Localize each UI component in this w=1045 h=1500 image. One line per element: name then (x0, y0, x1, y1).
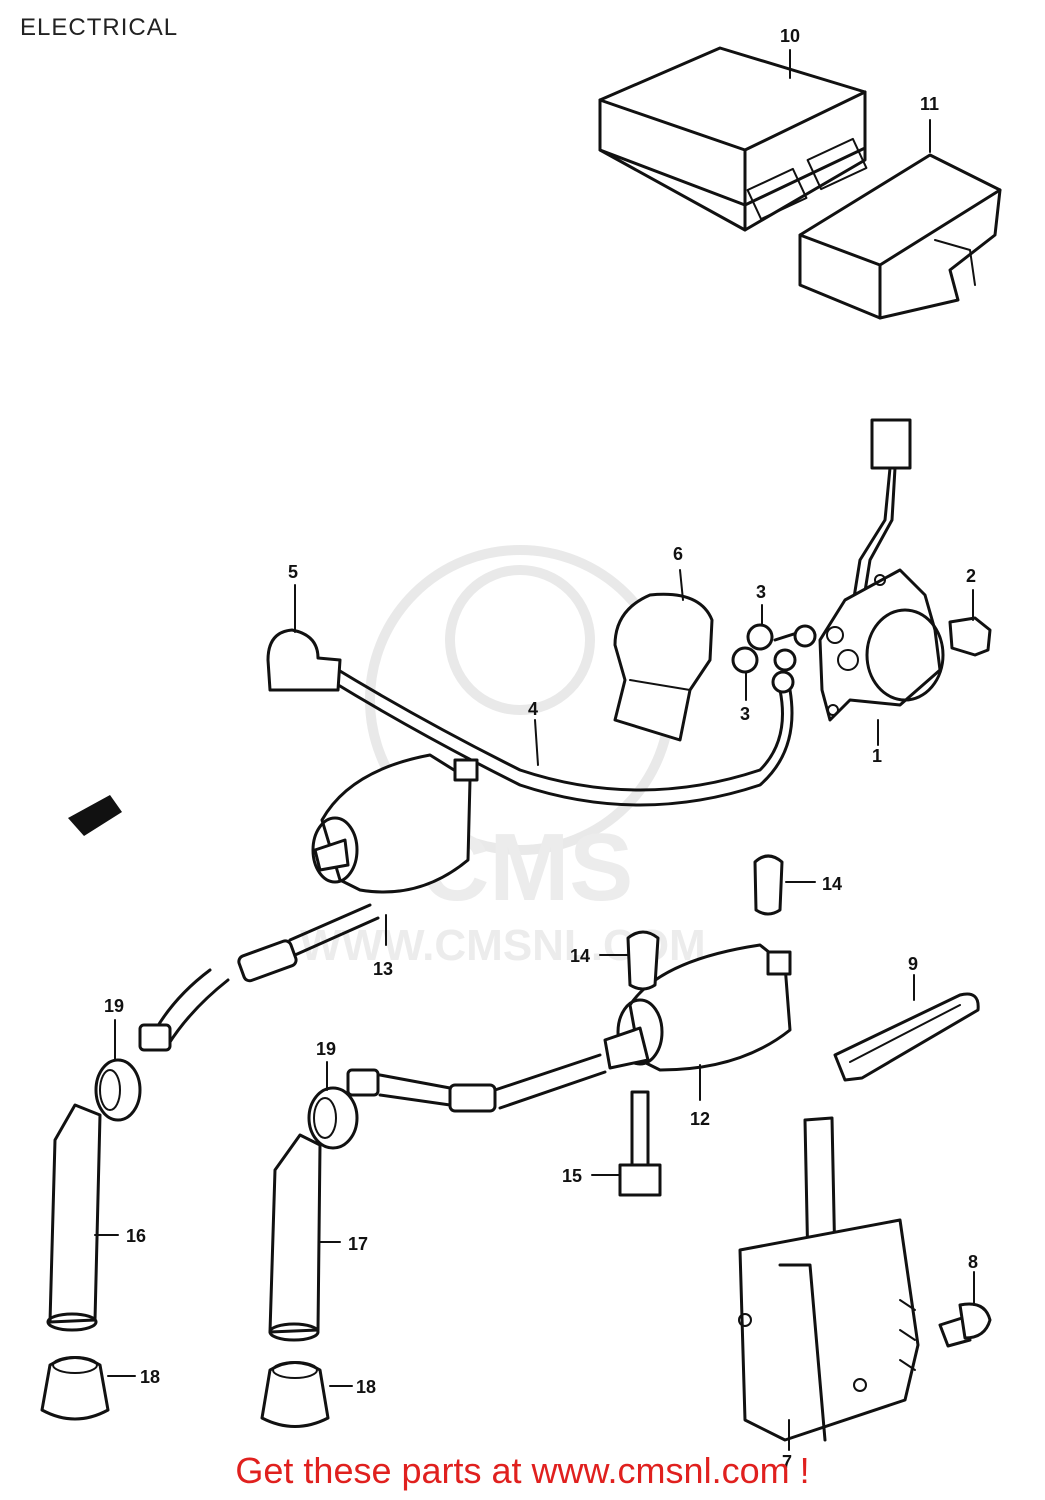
part-3-nuts[interactable] (731, 623, 817, 674)
footer-link[interactable]: Get these parts at www.cmsnl.com ! (235, 1450, 810, 1491)
part-14-spacer-a[interactable] (753, 854, 784, 916)
part-6-terminal-cap[interactable] (613, 592, 714, 742)
callout-6: 6 (673, 544, 683, 564)
part-10-control-unit[interactable] (598, 46, 868, 232)
part-11-cover[interactable] (798, 153, 1002, 320)
part-19-seal-left[interactable] (94, 1058, 142, 1122)
callout-8: 8 (968, 1252, 978, 1272)
callout-18-right: 18 (356, 1377, 376, 1397)
high-tension-lead-right[interactable] (346, 1053, 607, 1113)
callout-15: 15 (562, 1166, 582, 1186)
callout-13: 13 (373, 959, 393, 979)
callout-3-upper: 3 (756, 582, 766, 602)
page-title: ELECTRICAL (20, 14, 179, 41)
part-14-spacer-b[interactable] (626, 930, 660, 991)
callout-14-upper: 14 (822, 874, 842, 894)
callout-18-left: 18 (140, 1367, 160, 1387)
callout-10: 10 (780, 26, 800, 46)
part-13-ignition-coil[interactable] (311, 753, 479, 894)
callout-11: 11 (920, 94, 939, 114)
callout-17: 17 (348, 1234, 368, 1254)
part-9-bracket[interactable] (833, 992, 980, 1082)
callout-16: 16 (126, 1226, 146, 1246)
part-2-bolt[interactable] (948, 616, 992, 657)
part-1-starter-relay[interactable] (818, 418, 945, 722)
part-12-ignition-coil[interactable] (603, 943, 792, 1072)
part-7-regulator[interactable] (738, 1116, 920, 1442)
callout-7: 7 (782, 1452, 792, 1472)
callout-1: 1 (872, 746, 882, 766)
leader-lines (94, 49, 975, 1451)
high-tension-lead-left[interactable] (138, 903, 380, 1052)
callout-5: 5 (288, 562, 298, 582)
callout-19-left: 19 (104, 996, 124, 1016)
callout-4: 4 (528, 699, 538, 719)
part-4-lead-wire[interactable] (328, 663, 795, 807)
part-15-bolt[interactable] (618, 1090, 662, 1197)
callout-12: 12 (690, 1109, 710, 1129)
part-19-seal-right[interactable] (307, 1086, 359, 1150)
callout-3-lower: 3 (740, 704, 750, 724)
callout-9: 9 (908, 954, 918, 974)
part-16-plug-cap[interactable] (46, 1103, 102, 1332)
callout-19-right: 19 (316, 1039, 336, 1059)
front-arrow-icon (68, 795, 122, 836)
part-18-boot-right[interactable] (260, 1361, 330, 1428)
part-18-boot-left[interactable] (40, 1356, 110, 1421)
part-5-cap[interactable] (266, 628, 342, 692)
callout-14-lower: 14 (570, 946, 590, 966)
part-17-plug-cap[interactable] (268, 1133, 322, 1342)
part-8-screw[interactable] (938, 1302, 992, 1348)
callout-2: 2 (966, 566, 976, 586)
